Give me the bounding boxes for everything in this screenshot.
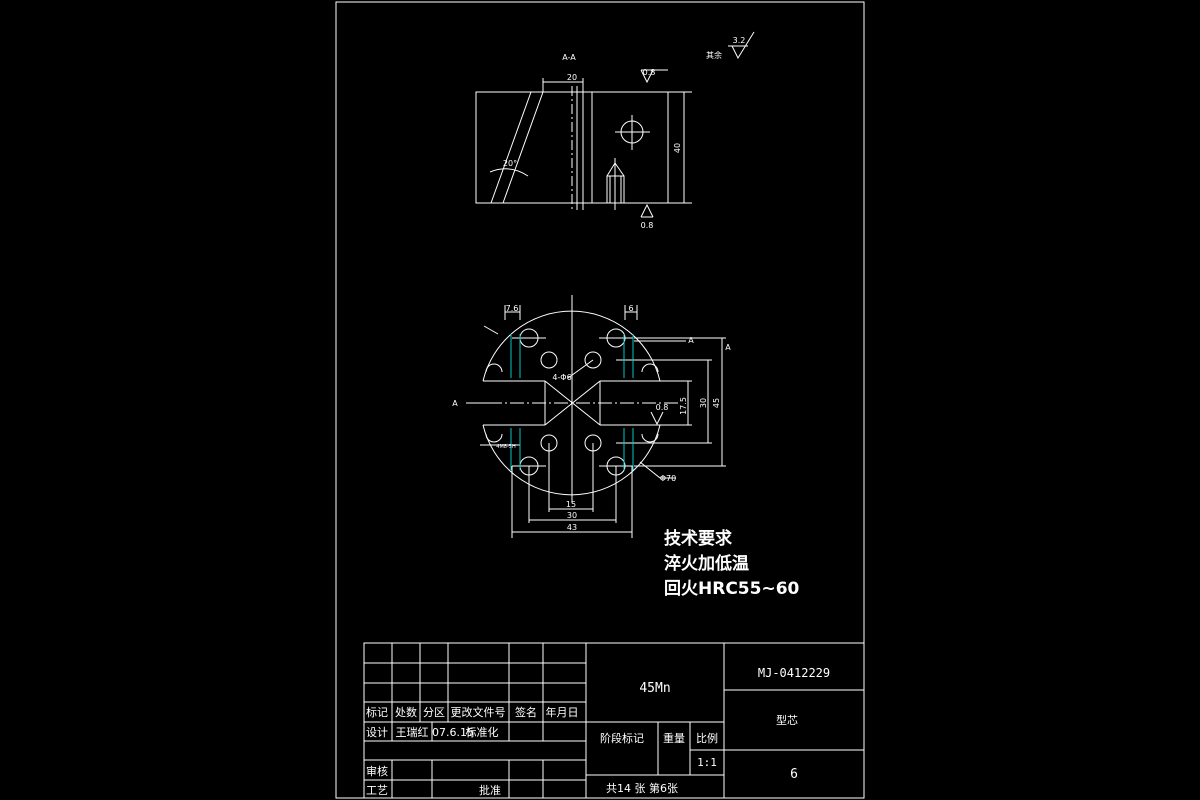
dim-45-vertical: 45 (712, 398, 721, 408)
edge-hole (485, 433, 503, 443)
small-hole (540, 351, 558, 369)
edge-hole (641, 433, 659, 443)
header-count: 处数 (395, 706, 417, 719)
small-hole (584, 351, 602, 369)
dim-15: 15 (566, 500, 576, 509)
taper-line (502, 91, 544, 204)
thread-callout: 4M8-5H (496, 444, 516, 450)
design-date: 07.6.15 (432, 726, 474, 739)
roughness-symbol (640, 69, 654, 84)
roughness-top-value: 0.8 (643, 68, 656, 77)
section-view (475, 31, 755, 218)
roughness-symbol (650, 411, 664, 426)
row-review: 审核 (366, 764, 388, 778)
row-design: 设计 (366, 726, 388, 739)
dim-30-horizontal: 30 (567, 511, 577, 520)
dim-20: 20 (567, 73, 577, 82)
section-label: A-A (562, 53, 576, 62)
sheet-number: 6 (790, 767, 798, 782)
diameter-label: Φ70 (660, 474, 676, 483)
weight-label: 重量 (663, 731, 685, 745)
roughness-symbol (731, 31, 755, 60)
title-block (363, 642, 865, 799)
angle-label: 20° (503, 159, 517, 168)
dim-40: 40 (673, 143, 682, 153)
angle-arc (489, 168, 529, 177)
scale-value: 1:1 (697, 756, 717, 769)
part-name: 型芯 (776, 713, 798, 727)
header-mark: 标记 (366, 705, 388, 719)
header-zone: 分区 (423, 706, 445, 719)
dim-6: 6 (628, 304, 633, 313)
plan-view (466, 295, 726, 538)
dim-17-5: 17.5 (679, 397, 688, 415)
taper-line (490, 91, 532, 204)
surface-other-label: 其余 (706, 50, 722, 60)
stage-mark: 阶段标记 (600, 731, 644, 745)
dim-7-6: 7.6 (506, 304, 519, 313)
dim-43: 43 (567, 523, 577, 532)
designer-name: 王瑞红 (396, 725, 429, 739)
section-mark-left: A (452, 399, 458, 408)
edge-hole (641, 363, 659, 373)
leader-line (483, 325, 499, 335)
hole-callout: 4-Φ6 (552, 373, 571, 382)
tech-req-title: 技术要求 (664, 528, 732, 549)
row-standardization: 标准化 (466, 725, 499, 739)
sheet-count: 共14 张 第6张 (606, 781, 678, 795)
dim-30-vertical: 30 (699, 398, 708, 408)
row-process: 工艺 (366, 784, 388, 797)
header-signature: 签名 (515, 705, 537, 719)
drawing-number: MJ-0412229 (758, 666, 830, 680)
tech-req-line-2: 回火HRC55~60 (664, 579, 800, 599)
surface-other-value: 3.2 (733, 36, 746, 45)
title-block-frame (363, 642, 865, 799)
roughness-symbol (640, 203, 654, 218)
section-mark-far-right: A (725, 343, 731, 352)
leader-line (567, 359, 594, 379)
section-mark-right: A (688, 336, 694, 345)
row-approve: 批准 (479, 783, 501, 797)
edge-hole (485, 363, 503, 373)
tech-req-line-1: 淬火加低温 (664, 553, 749, 574)
roughness-bottom-value: 0.8 (641, 221, 654, 230)
leader-line (639, 461, 661, 479)
material: 45Mn (639, 681, 670, 696)
thread-marks (510, 334, 634, 470)
scale-label: 比例 (696, 731, 718, 745)
header-date: 年月日 (546, 705, 579, 719)
header-change-doc: 更改文件号 (451, 705, 506, 719)
roughness-plan-value: 0.8 (656, 403, 669, 412)
